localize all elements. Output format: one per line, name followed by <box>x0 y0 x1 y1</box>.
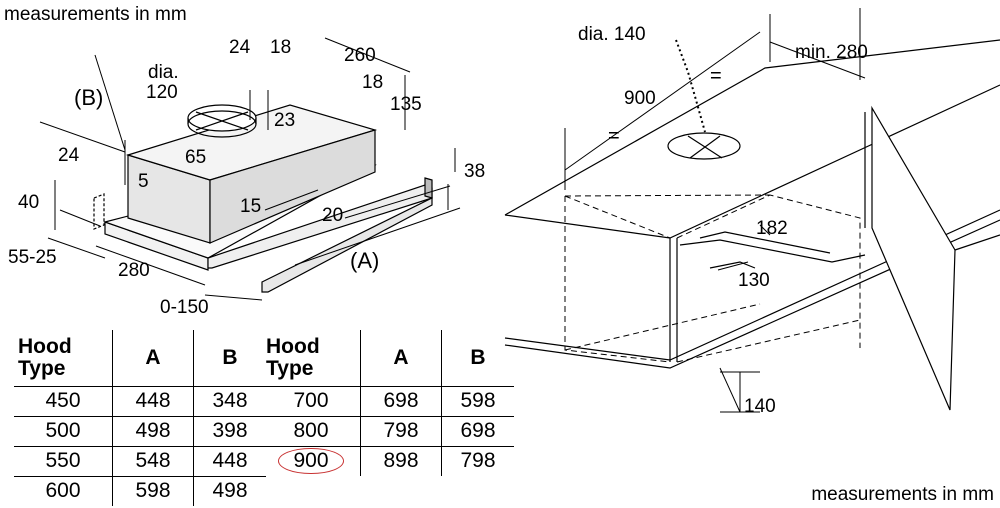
dim-dia-140: dia. 140 <box>578 24 646 45</box>
dim-23: 23 <box>274 110 295 131</box>
dim-182: 182 <box>756 218 788 239</box>
dim-24-top: 24 <box>229 37 251 58</box>
measurements-caption-top: measurements in mm <box>4 4 187 25</box>
dim-24-left: 24 <box>58 145 80 166</box>
measurements-caption-bottom: measurements in mm <box>811 484 994 505</box>
dim-min-280: min. 280 <box>795 42 868 63</box>
hood-dimension-drawing: 24 18 260 18 135 dia. 120 23 (B) 24 65 5… <box>8 37 485 318</box>
dim-120: 120 <box>146 82 178 103</box>
dim-18-top: 18 <box>270 37 291 58</box>
dim-260: 260 <box>344 45 376 66</box>
dim-15: 15 <box>240 196 261 217</box>
col-b: B <box>441 330 514 386</box>
dim-18-right: 18 <box>362 72 383 93</box>
dim-900: 900 <box>624 88 656 109</box>
dim-20: 20 <box>322 205 343 226</box>
equal-sign-right: = <box>710 65 722 87</box>
col-a: A <box>112 330 194 386</box>
dim-135: 135 <box>390 94 422 115</box>
dim-130: 130 <box>738 270 770 291</box>
label-b: (B) <box>74 85 103 110</box>
dim-38: 38 <box>464 161 485 182</box>
equal-sign-left: = <box>608 125 620 147</box>
col-b: B <box>193 330 266 386</box>
dim-140-bottom: 140 <box>744 396 776 417</box>
col-a: A <box>360 330 442 386</box>
exhaust-collar <box>187 104 257 132</box>
dim-55-25: 55-25 <box>8 247 57 268</box>
dim-dia-label: dia. <box>148 62 179 83</box>
duct-opening <box>667 132 741 160</box>
hood-box-side <box>209 129 376 244</box>
highlight-900: 900 <box>278 448 344 474</box>
dim-5: 5 <box>138 171 149 192</box>
dim-65: 65 <box>185 147 206 168</box>
dim-280: 280 <box>118 260 150 281</box>
dim-0-150: 0-150 <box>160 297 209 318</box>
dim-40: 40 <box>18 192 39 213</box>
label-a: (A) <box>350 248 379 273</box>
